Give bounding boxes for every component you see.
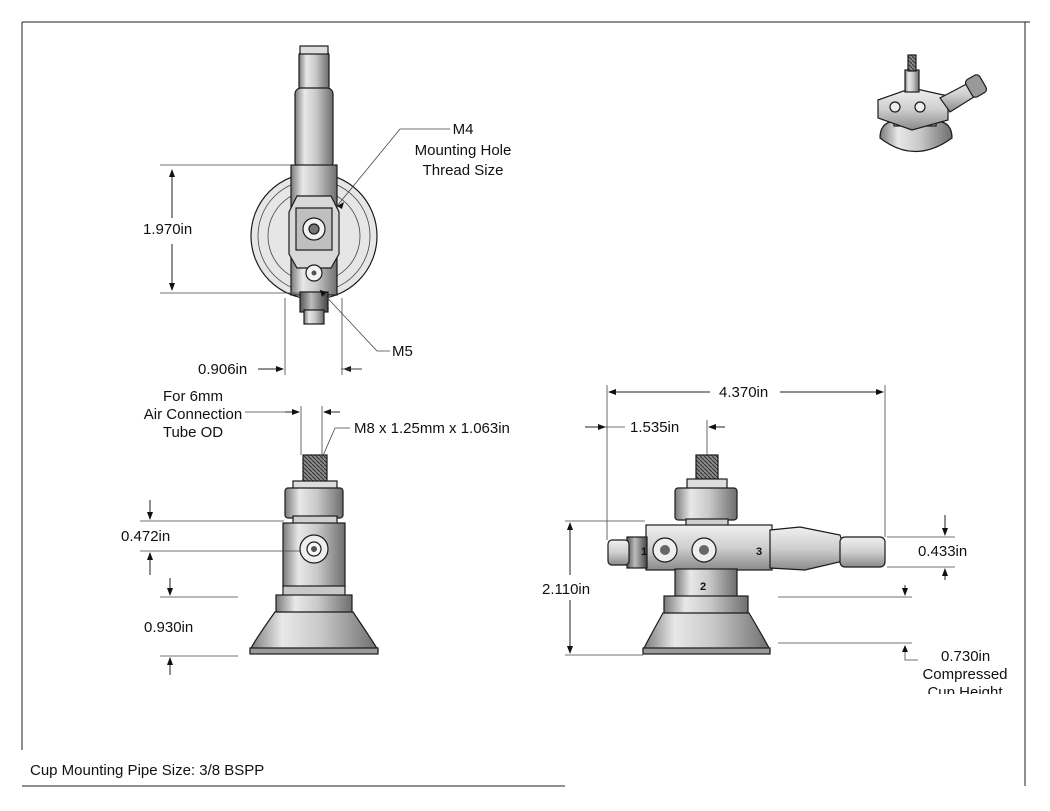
m5-callout: M5	[392, 343, 413, 360]
footer-note: Cup Mounting Pipe Size: 3/8 BSPP	[30, 762, 264, 779]
port-label-3: 3	[756, 546, 762, 558]
top-view	[250, 45, 378, 325]
dim-0-730in: 0.730in	[941, 648, 990, 665]
side-view: 1 2 3	[607, 454, 886, 655]
air-callout-line3: Tube OD	[163, 424, 223, 441]
dim-0-930in: 0.930in	[144, 619, 193, 636]
dim-thread-m8: M8 x 1.25mm x 1.063in	[354, 420, 510, 437]
front-view-dimensions	[140, 406, 350, 675]
dim-1-535in: 1.535in	[630, 419, 679, 436]
dim-2-110in: 2.110in	[542, 581, 590, 598]
dim-4-370in: 4.370in	[719, 384, 768, 401]
cup-callout-line1: Compressed	[922, 666, 1007, 683]
m4-callout-line2: Mounting Hole	[415, 142, 512, 159]
m4-callout-line3: Thread Size	[423, 162, 504, 179]
cup-callout-line2: Cup Height	[927, 684, 1003, 701]
drawing-border	[21, 21, 1030, 787]
side-view-dimensions	[565, 385, 955, 661]
m4-callout-line1: M4	[453, 121, 474, 138]
port-label-1: 1	[641, 546, 647, 558]
dim-0-472in: 0.472in	[121, 528, 170, 545]
front-view	[249, 454, 380, 655]
isometric-thumbnail	[877, 54, 988, 153]
dim-1-970in: 1.970in	[143, 221, 192, 238]
air-callout-line2: Air Connection	[144, 406, 242, 423]
air-callout-line1: For 6mm	[163, 388, 223, 405]
dim-0-906in: 0.906in	[198, 361, 247, 378]
port-label-2: 2	[700, 581, 706, 593]
dim-0-433in: 0.433in	[918, 543, 967, 560]
top-view-dimensions	[160, 128, 450, 375]
